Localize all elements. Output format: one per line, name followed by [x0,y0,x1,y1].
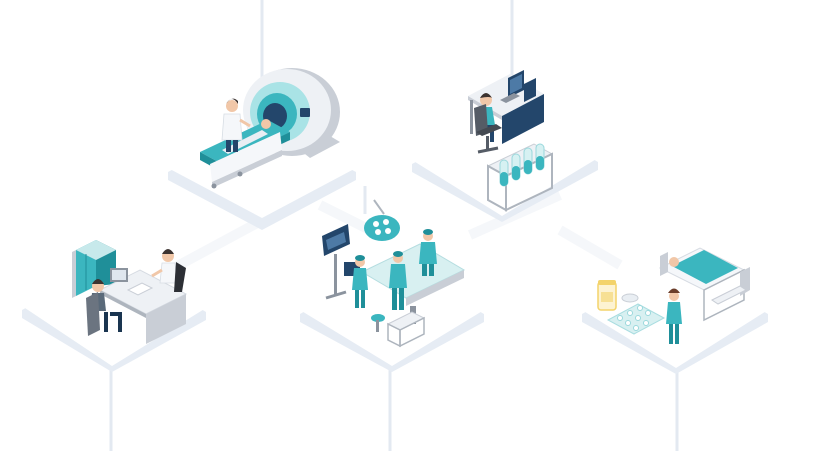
pill-blister-icon [606,293,666,335]
patient-icon [86,279,122,336]
pill-bottle-icon [597,280,617,311]
mri-scanner-room [200,68,340,189]
doctor-consultation-office [72,240,188,344]
surgeon-icon [419,229,437,276]
surgical-lamp-icon [364,199,400,241]
surgeon-icon [389,251,407,310]
office-chair-icon [474,104,502,154]
computer-monitor-icon [500,70,536,103]
patient-ward-pharmacy [597,247,750,344]
nurse-icon [666,288,682,344]
operating-room [322,199,466,348]
test-tubes-icon [486,143,554,212]
surgeon-icon [352,255,368,308]
doctor-icon [221,98,251,152]
hospital-bed-icon [658,247,750,322]
patient-bed-icon [200,119,290,189]
doctor-icon [151,249,186,292]
desk-icon [98,268,188,344]
lab-workstation [468,70,554,212]
operating-table-icon [360,243,466,348]
